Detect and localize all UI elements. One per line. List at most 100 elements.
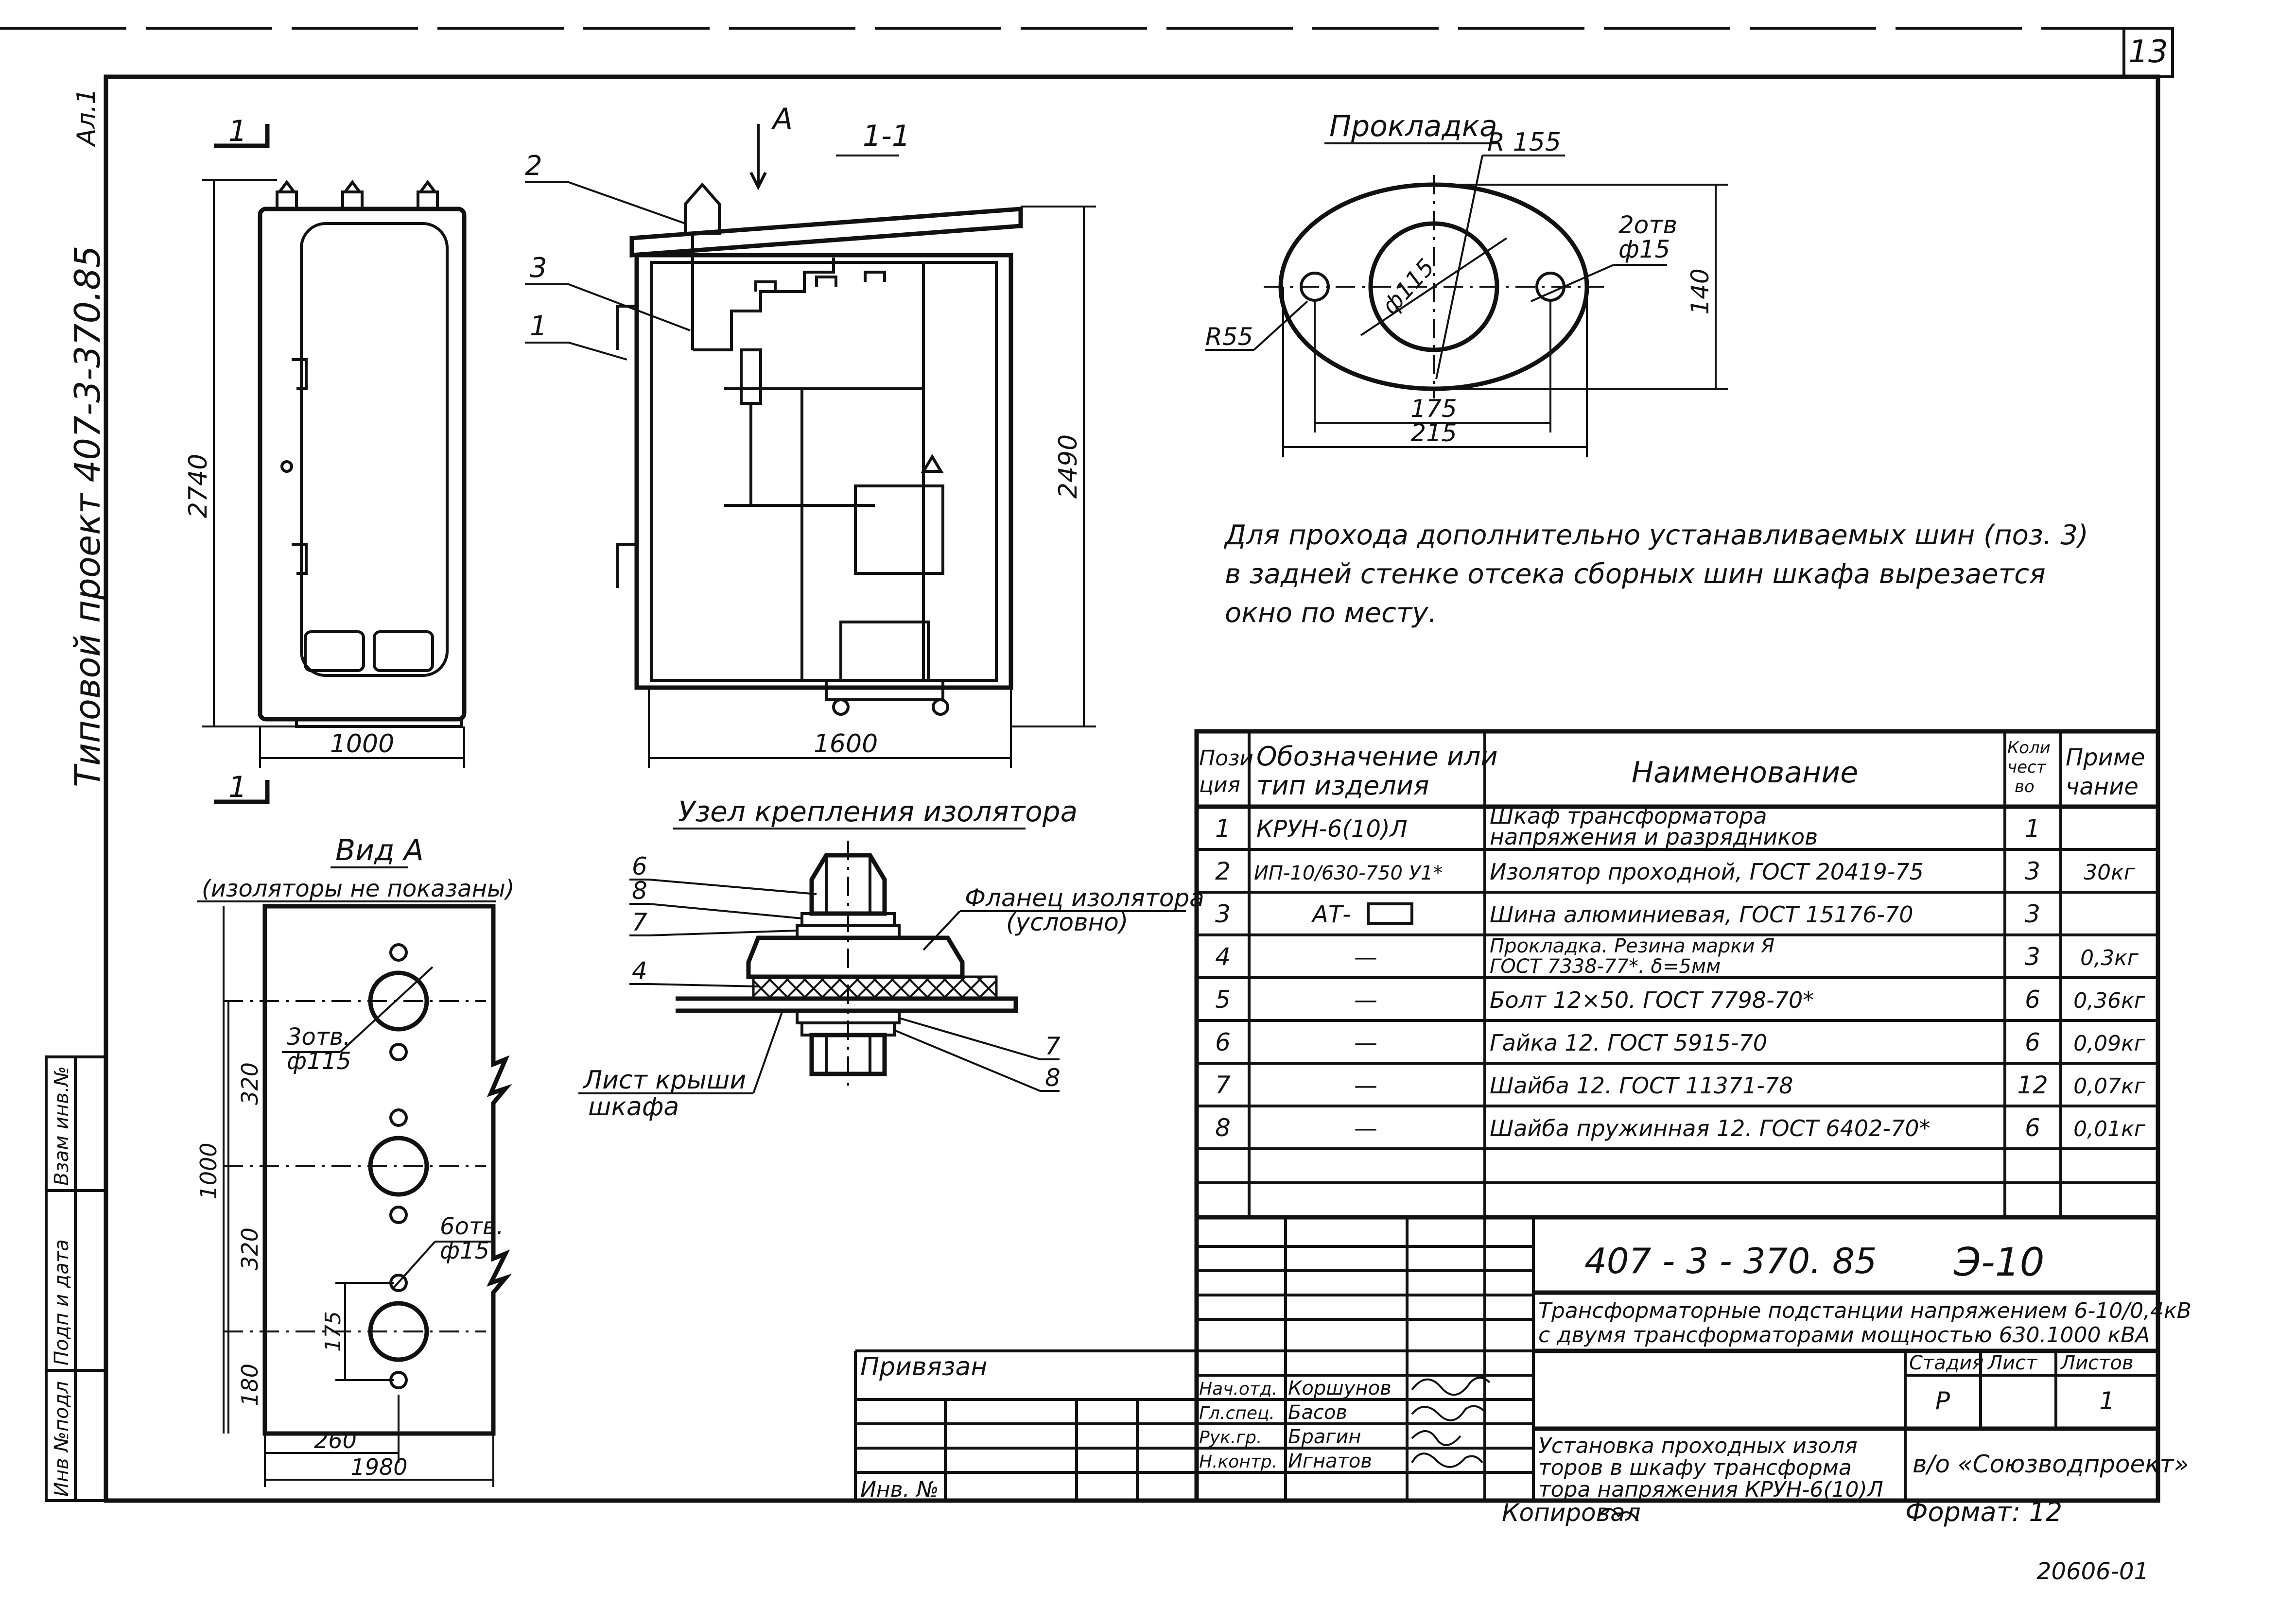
view-a-subtitle: (изоляторы не показаны) — [202, 875, 515, 902]
hdr-name: Наименование — [1632, 756, 1858, 790]
view-a-holes-small: 6отв. — [440, 1213, 504, 1240]
hdr-note-1: Приме — [2066, 744, 2145, 771]
installation-note: Для прохода дополнительно устанавливаемы… — [1223, 519, 2088, 629]
desc-line-3: тора напряжения КРУН-6(10)Л — [1538, 1477, 1883, 1502]
name-4: Игнатов — [1288, 1450, 1372, 1472]
section-dim-height: 2490 — [1054, 434, 1083, 499]
row5-desig: — — [1354, 986, 1377, 1014]
gasket-r-big: R 155 — [1487, 128, 1561, 157]
hdr-pos-1: Пози — [1199, 746, 1253, 771]
gasket-outer-width: 215 — [1410, 419, 1457, 447]
section-dim-width: 1600 — [814, 729, 878, 759]
view-arrow-label: А — [771, 102, 793, 136]
copied-label: Копировал — [1502, 1499, 1641, 1527]
organization: в/о «Союзводпроект» — [1913, 1450, 2189, 1478]
flange-label-1: Фланец изолятора — [965, 884, 1204, 912]
table-row: 6 — Гайка 12. ГОСТ 5915-70 6 0,09кг — [1215, 1028, 2146, 1056]
name-1: Коршунов — [1288, 1377, 1392, 1400]
row4-name2: ГОСТ 7338-77*. δ=5мм — [1490, 955, 1721, 978]
row2-pos: 2 — [1215, 857, 1231, 885]
row4-pos: 4 — [1215, 943, 1231, 971]
row1-name1: Шкаф трансформатора — [1490, 803, 1767, 829]
stage-value: Р — [1935, 1387, 1950, 1415]
front-view: 1 1 2740 1000 — [184, 114, 467, 804]
table-row: 2 ИП-10/630-750 У1* Изолятор проходной, … — [1215, 857, 2136, 885]
project-side-label: Типовой проект 407-3-370.85 — [67, 245, 108, 787]
sheets-value: 1 — [2099, 1387, 2115, 1415]
sheet-number: 13 — [2128, 34, 2168, 70]
desc-line-1: Установка проходных изоля — [1538, 1434, 1858, 1458]
hdr-desig-2: тип изделия — [1256, 770, 1429, 801]
project-line-2: с двумя трансформаторами мощностью 630.1… — [1538, 1323, 2150, 1348]
row1-qty: 1 — [2025, 814, 2040, 843]
row2-qty: 3 — [2025, 857, 2040, 885]
role-1: Нач.отд. — [1199, 1379, 1277, 1399]
node-callout-4: 4 — [632, 957, 647, 985]
album-label: Ал.1 — [72, 88, 101, 147]
node-callout-6: 6 — [632, 852, 647, 881]
gasket-holes: 2отв — [1618, 211, 1677, 239]
project-line-1: Трансформаторные подстанции напряжением … — [1538, 1298, 2192, 1323]
row4-desig: — — [1354, 944, 1377, 971]
row8-name1: Шайба пружинная 12. ГОСТ 6402-70* — [1490, 1115, 1931, 1141]
bottom-code: 20606-01 — [2036, 1558, 2149, 1585]
front-dim-width: 1000 — [330, 729, 394, 759]
row7-desig: — — [1354, 1072, 1377, 1099]
view-a-title: Вид А — [335, 833, 424, 867]
sheets-header: Листов — [2060, 1352, 2133, 1374]
signature-scribbles — [1411, 1377, 1639, 1522]
name-2: Басов — [1288, 1401, 1347, 1424]
doc-code: 407 - 3 - 370. 85 — [1584, 1241, 1877, 1281]
title-block: 407 - 3 - 370. 85 Э-10 Трансформаторные … — [854, 1215, 2192, 1522]
role-3: Рук.гр. — [1199, 1428, 1262, 1448]
inv-label: Инв. № — [860, 1477, 939, 1502]
row8-qty: 6 — [2025, 1114, 2040, 1142]
gasket-height: 140 — [1686, 268, 1714, 314]
hdr-qty-1: Коли — [2007, 738, 2051, 758]
stage-header: Стадия — [1909, 1352, 1983, 1374]
hdr-pos-2: ция — [1199, 773, 1240, 797]
row7-name1: Шайба 12. ГОСТ 11371-78 — [1490, 1072, 1793, 1099]
section-mark-bottom: 1 — [228, 770, 247, 804]
node-callout-7b: 7 — [1045, 1032, 1061, 1060]
row3-name1: Шина алюминиевая, ГОСТ 15176-70 — [1490, 901, 1913, 928]
row5-note: 0,36кг — [2073, 988, 2146, 1013]
hdr-qty-3: во — [2015, 777, 2035, 796]
name-3: Брагин — [1288, 1426, 1361, 1448]
gasket-inner-width: 175 — [1410, 395, 1457, 423]
bound-label: Привязан — [860, 1352, 987, 1382]
gasket-hole-dia: ф15 — [1618, 235, 1670, 263]
stamp-replace-inv: Взам инв.№ — [51, 1066, 73, 1186]
table-row: 5 — Болт 12×50. ГОСТ 7798-70* 6 0,36кг — [1215, 985, 2146, 1014]
row6-pos: 6 — [1215, 1028, 1231, 1056]
row5-pos: 5 — [1215, 985, 1231, 1014]
hdr-qty-2: чест — [2007, 758, 2047, 777]
row8-pos: 8 — [1215, 1114, 1231, 1142]
row7-note: 0,07кг — [2073, 1074, 2146, 1099]
roof-sheet-label-1: Лист крыши — [582, 1066, 746, 1095]
node-callout-8: 8 — [632, 877, 647, 905]
gasket-drawing: Прокладка R 155 2отв ф15 ф115 R55 140 17… — [1205, 109, 1728, 457]
view-a-dim-320a: 320 — [237, 1062, 263, 1105]
view-a-dim-1000: 1000 — [195, 1142, 222, 1199]
gasket-r-small: R55 — [1205, 323, 1253, 351]
row4-note: 0,3кг — [2080, 946, 2139, 970]
view-a-dim-1980: 1980 — [350, 1454, 407, 1480]
row6-note: 0,09кг — [2073, 1031, 2146, 1056]
row7-qty: 12 — [2017, 1071, 2048, 1099]
callout-2: 2 — [525, 150, 542, 182]
row1-pos: 1 — [1215, 814, 1231, 843]
format-label: Формат: 12 — [1905, 1497, 2062, 1527]
callout-1: 1 — [530, 311, 547, 342]
row8-desig: — — [1354, 1115, 1377, 1142]
stamp-inv-original: Инв №подл — [51, 1381, 73, 1497]
row6-desig: — — [1354, 1029, 1377, 1056]
row2-desig: ИП-10/630-750 У1* — [1254, 862, 1443, 884]
front-dim-height: 2740 — [184, 454, 213, 518]
section-view: 1-1 А 2 3 1 — [525, 102, 1096, 768]
spec-table: Пози ция Обозначение или тип изделия Наи… — [1194, 729, 2160, 1220]
row6-qty: 6 — [2025, 1028, 2040, 1056]
stamp-sign-date: Подп и дата — [51, 1239, 73, 1365]
row2-name1: Изолятор проходной, ГОСТ 20419-75 — [1490, 859, 1924, 885]
